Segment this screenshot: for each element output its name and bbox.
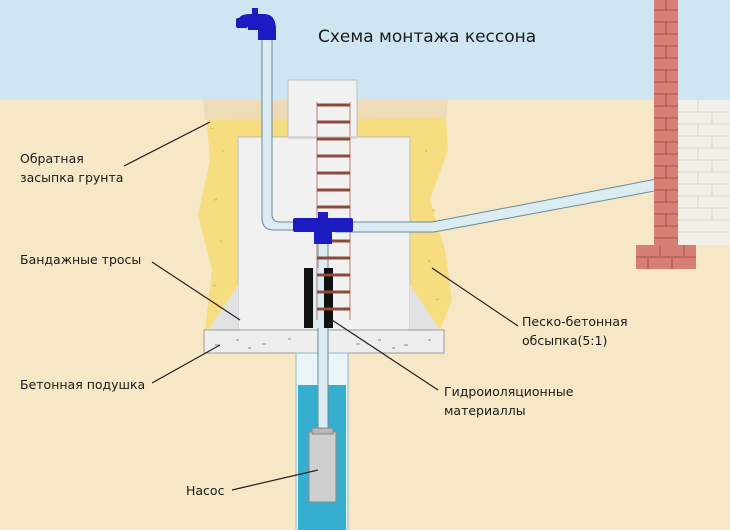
- house-floor-insulation: [678, 100, 730, 245]
- manifold-fitting: [293, 218, 353, 232]
- label-cables: Бандажные тросы: [20, 252, 141, 267]
- leader-cables: [151, 261, 241, 321]
- left-base-shadow: [208, 285, 238, 330]
- leader-cushion: [151, 344, 221, 384]
- pump-riser-pipe: [317, 231, 329, 433]
- pump-cap: [311, 427, 334, 435]
- leader-backfill: [123, 121, 211, 167]
- label-hydro-line2: материаллы: [444, 403, 526, 418]
- hydro-sleeve-inner: [313, 268, 324, 328]
- label-pump: Насос: [186, 483, 225, 498]
- label-hydro-line1: Гидроиоляционные: [444, 384, 574, 399]
- leader-sand: [431, 267, 519, 327]
- water-tap-icon: [236, 8, 276, 40]
- sand-grain-texture: [209, 127, 440, 301]
- label-sand-line1: Песко-бетонная: [522, 314, 628, 329]
- sky: [0, 0, 730, 100]
- diagram-title: Схема монтажа кессона: [318, 27, 536, 47]
- cushion-texture: [215, 338, 431, 349]
- hydro-insulation-left: [304, 268, 313, 328]
- caisson-neck: [287, 79, 358, 138]
- label-cushion: Бетонная подушка: [20, 377, 145, 392]
- manifold-stem: [314, 230, 332, 244]
- label-backfill-line2: засыпка грунта: [20, 170, 123, 185]
- house-brick-wall: [636, 0, 696, 269]
- label-backfill-line1: Обратная: [20, 151, 84, 166]
- right-base-shadow: [410, 285, 440, 330]
- leader-hydro: [331, 319, 439, 391]
- label-sand-line2: обсыпка(5:1): [522, 333, 607, 348]
- hydro-insulation-right: [324, 268, 333, 328]
- callout-leader-lines: [123, 121, 519, 491]
- manifold-valve-handle: [318, 212, 328, 219]
- submersible-pump: [308, 431, 337, 503]
- leader-pump: [231, 469, 319, 491]
